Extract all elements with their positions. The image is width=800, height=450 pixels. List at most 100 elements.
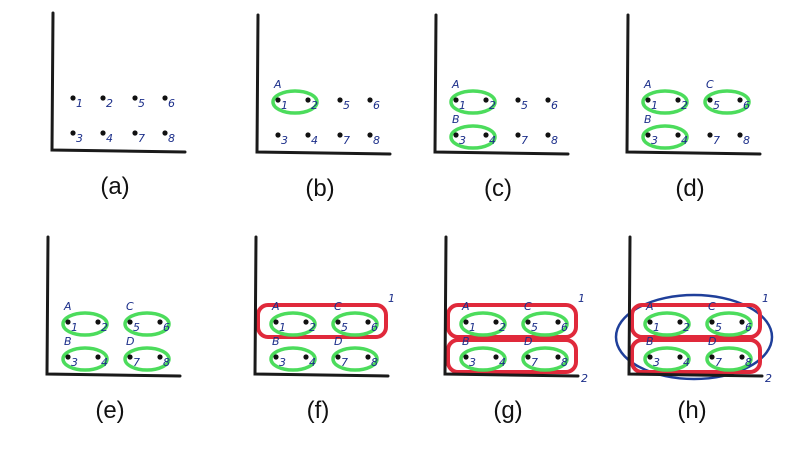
point-label-1: 1 xyxy=(459,99,466,112)
data-point-7 xyxy=(127,354,133,360)
axes xyxy=(443,235,580,378)
point-label-8: 8 xyxy=(551,134,558,147)
point-label-4: 4 xyxy=(683,356,690,369)
point-label-1: 1 xyxy=(281,99,288,112)
cluster-label-B: B xyxy=(272,335,280,348)
point-label-1: 1 xyxy=(71,321,78,334)
data-point-5 xyxy=(127,319,133,325)
cluster-A xyxy=(643,311,691,337)
cluster-label-2: 2 xyxy=(765,372,772,385)
point-label-6: 6 xyxy=(371,321,378,334)
data-point-2 xyxy=(303,319,309,325)
cluster-1 xyxy=(446,303,578,339)
cluster-C xyxy=(123,311,171,337)
data-point-3 xyxy=(645,132,651,138)
point-label-5: 5 xyxy=(138,97,145,110)
data-point-6 xyxy=(162,95,168,101)
cluster-label-A: A xyxy=(645,300,654,313)
cluster-label-C: C xyxy=(334,300,342,313)
cluster-B xyxy=(61,346,109,372)
data-point-4 xyxy=(675,132,681,138)
cluster-B xyxy=(269,346,317,372)
point-label-8: 8 xyxy=(371,356,378,369)
data-point-4 xyxy=(100,130,106,136)
data-point-5 xyxy=(337,97,343,103)
cluster-label-B: B xyxy=(644,113,652,126)
cluster-C xyxy=(703,89,751,115)
point-label-2: 2 xyxy=(681,99,688,112)
data-point-6 xyxy=(545,97,551,103)
data-point-4 xyxy=(303,354,309,360)
panel-caption: (h) xyxy=(677,397,707,424)
cluster-label-B: B xyxy=(452,113,460,126)
data-point-7 xyxy=(525,354,531,360)
data-point-2 xyxy=(677,319,683,325)
point-label-4: 4 xyxy=(101,356,108,369)
cluster-label-B: B xyxy=(64,335,72,348)
cluster-label-D: D xyxy=(334,335,342,348)
panel-caption: (b) xyxy=(305,175,335,202)
cluster-A xyxy=(61,311,109,337)
cluster-1 xyxy=(256,303,388,339)
cluster-label-A: A xyxy=(63,300,72,313)
cluster-label-1: 1 xyxy=(762,292,769,305)
data-point-2 xyxy=(305,97,311,103)
data-point-2 xyxy=(95,319,101,325)
cluster-D xyxy=(521,346,569,372)
cluster-label-D: D xyxy=(126,335,134,348)
cluster-label-A: A xyxy=(271,300,280,313)
data-point-1 xyxy=(275,97,281,103)
point-label-2: 2 xyxy=(101,321,108,334)
data-point-5 xyxy=(132,95,138,101)
point-label-3: 3 xyxy=(653,356,660,369)
data-point-1 xyxy=(70,95,76,101)
data-point-4 xyxy=(677,354,683,360)
data-point-7 xyxy=(132,130,138,136)
point-label-1: 1 xyxy=(651,99,658,112)
data-point-3 xyxy=(453,132,459,138)
data-point-8 xyxy=(162,130,168,136)
data-point-2 xyxy=(675,97,681,103)
cluster-1 xyxy=(630,303,762,339)
cluster-A xyxy=(449,89,497,115)
panel-caption: (d) xyxy=(675,175,705,202)
panel-caption: (g) xyxy=(493,397,523,424)
point-label-4: 4 xyxy=(106,132,113,145)
point-label-3: 3 xyxy=(459,134,466,147)
cluster-A xyxy=(271,89,319,115)
point-label-2: 2 xyxy=(499,321,506,334)
data-point-1 xyxy=(463,319,469,325)
data-point-3 xyxy=(273,354,279,360)
point-label-2: 2 xyxy=(489,99,496,112)
cluster-label-C: C xyxy=(524,300,532,313)
point-label-3: 3 xyxy=(651,134,658,147)
data-point-4 xyxy=(95,354,101,360)
data-point-6 xyxy=(739,319,745,325)
point-label-7: 7 xyxy=(341,356,348,369)
cluster-label-C: C xyxy=(126,300,134,313)
point-label-3: 3 xyxy=(279,356,286,369)
point-label-7: 7 xyxy=(138,132,145,145)
data-point-6 xyxy=(365,319,371,325)
point-label-4: 4 xyxy=(309,356,316,369)
point-label-5: 5 xyxy=(521,99,528,112)
data-point-1 xyxy=(453,97,459,103)
cluster-B xyxy=(449,124,497,150)
cluster-label-D: D xyxy=(708,335,716,348)
point-label-5: 5 xyxy=(715,321,722,334)
point-label-8: 8 xyxy=(561,356,568,369)
data-point-8 xyxy=(365,354,371,360)
cluster-label-A: A xyxy=(643,78,652,91)
cluster-B xyxy=(459,346,507,372)
panel-caption: (a) xyxy=(100,173,130,200)
data-point-8 xyxy=(739,354,745,360)
data-point-3 xyxy=(65,354,71,360)
point-label-2: 2 xyxy=(309,321,316,334)
data-point-5 xyxy=(335,319,341,325)
